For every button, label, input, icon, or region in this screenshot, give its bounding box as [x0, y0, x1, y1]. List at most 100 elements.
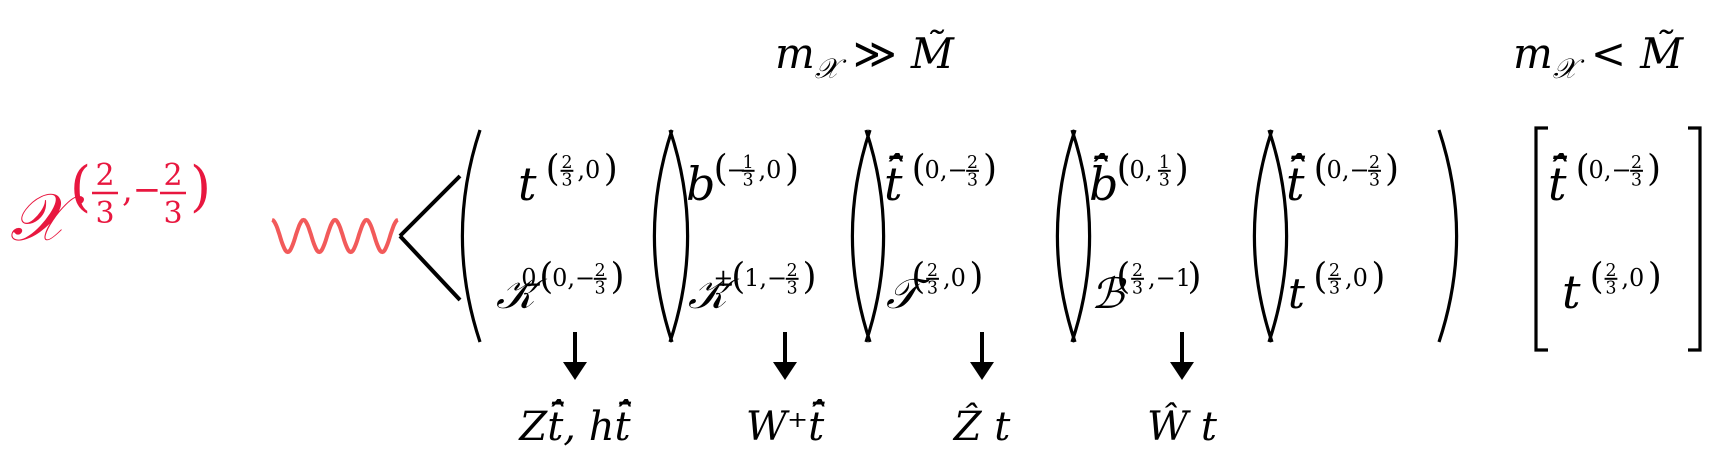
sup-text: 0,− — [1327, 156, 1370, 184]
field-charge: + — [713, 264, 733, 292]
paren-close: ) — [969, 256, 983, 297]
field-symbol: t — [518, 157, 537, 211]
sup-text: 0,− — [925, 156, 968, 184]
paren-close: ) — [785, 148, 799, 189]
frac-denominator: 3 — [927, 279, 938, 299]
frac-denominator: 3 — [1329, 279, 1340, 299]
sup-text: 0,− — [552, 264, 595, 292]
field-symbol: ℬ — [1091, 269, 1127, 318]
frac-denominator: 3 — [1132, 279, 1143, 299]
doublet-1: t(23,0)𝒦̄0(0,−23) — [460, 129, 690, 343]
bracket-right — [1688, 126, 1702, 352]
frac-numerator: 2 — [1631, 153, 1642, 173]
decay-products: Zt̄̂, ht̄̂ — [517, 400, 632, 450]
field-symbol: t̄̂ — [1286, 152, 1305, 211]
paren-close: ) — [1371, 256, 1385, 297]
paren-close: ) — [190, 155, 211, 218]
paren-close: ) — [1175, 148, 1189, 189]
paren-right — [864, 129, 886, 343]
decay-2: W⁺t̄̂ — [746, 332, 826, 450]
frac-numerator: 2 — [95, 158, 114, 193]
frac-numerator: 2 — [1369, 153, 1380, 173]
frac-numerator: 1 — [1159, 153, 1170, 173]
paren-close: ) — [983, 148, 997, 189]
doublet-2: b(−13,0)𝒦̄+(1,−23) — [652, 129, 886, 343]
paren-close: ) — [1648, 256, 1662, 297]
paren-open: ( — [1116, 256, 1130, 297]
sup-text: ,−1 — [1148, 264, 1191, 292]
doublet-5: t̄̂(0,−23)t(23,0) — [1252, 129, 1459, 343]
frac-denominator: 3 — [1631, 171, 1642, 191]
frac-numerator: 2 — [1329, 261, 1340, 281]
paren-right — [1070, 129, 1092, 343]
decay-3: Ẑ t — [952, 332, 1012, 450]
doublet-light: t̄̂(0,−23)t(23,0) — [1534, 126, 1702, 352]
frac-numerator: 2 — [927, 261, 938, 281]
paren-open: ( — [1313, 256, 1327, 297]
frac-denominator: 3 — [95, 196, 114, 231]
vertex-line-upper — [398, 174, 462, 238]
field-symbol: b̄̂ — [1089, 152, 1118, 211]
paren-open: ( — [714, 148, 728, 189]
frac-denominator: 3 — [595, 279, 606, 299]
paren-left — [850, 129, 872, 343]
frac-numerator: 2 — [1132, 261, 1143, 281]
frac-numerator: 2 — [1605, 261, 1616, 281]
sup-text: 1,− — [744, 264, 787, 292]
paren-close: ) — [604, 148, 618, 189]
paren-close: ) — [803, 256, 817, 297]
bracket-left — [1534, 126, 1548, 352]
particle-label: 𝒳 (23,−23) — [10, 155, 211, 256]
decay-1: Zt̄̂, ht̄̂ — [517, 332, 632, 450]
vertex-line-lower — [398, 234, 462, 302]
frac-numerator: 2 — [967, 153, 978, 173]
paren-open: ( — [70, 155, 91, 218]
paren-left — [652, 129, 674, 343]
sup-text: 0, — [1130, 156, 1153, 184]
sup-text: − — [727, 156, 747, 184]
frac-numerator: 1 — [743, 153, 754, 173]
frac-denominator: 3 — [1369, 171, 1380, 191]
frac-numerator: 2 — [595, 261, 606, 281]
paren-open: ( — [731, 256, 745, 297]
frac-denominator: 3 — [743, 171, 754, 191]
frac-denominator: 3 — [561, 171, 572, 191]
header-heavy-regime: m𝒳≫M̃ — [775, 28, 955, 85]
arrow-down-icon — [970, 362, 994, 380]
field-symbol: t — [1562, 265, 1581, 319]
paren-open: ( — [1314, 148, 1328, 189]
header-light-regime: m𝒳<M̃ — [1513, 28, 1684, 85]
doublet-4: b̄̂(0,13)ℬ(23,−1) — [1055, 129, 1289, 343]
frac-denominator: 3 — [787, 279, 798, 299]
field-symbol: t̄̂ — [1548, 152, 1567, 211]
decay-products: Ẑ t — [952, 403, 1012, 450]
sup-text: ,0 — [943, 264, 966, 292]
frac-numerator: 2 — [561, 153, 572, 173]
frac-numerator: 2 — [163, 158, 182, 193]
arrow-down-icon — [1170, 362, 1194, 380]
paren-left — [1055, 129, 1077, 343]
sup-text: ,0 — [1345, 264, 1368, 292]
field-charge: 0 — [521, 264, 536, 292]
paren-left — [460, 129, 482, 343]
paren-open: ( — [546, 148, 560, 189]
paren-close: ) — [1647, 148, 1661, 189]
decay-4: Ŵ t — [1147, 332, 1218, 450]
paren-right — [668, 129, 690, 343]
frac-denominator: 3 — [1605, 279, 1616, 299]
paren-close: ) — [1188, 256, 1202, 297]
sup-text: ,0 — [1621, 264, 1644, 292]
sup-text: ,0 — [759, 156, 782, 184]
field-symbol: b — [686, 157, 715, 211]
frac-denominator: 3 — [967, 171, 978, 191]
field-symbol: t — [1288, 269, 1305, 318]
field-symbol: t̄̂ — [884, 152, 903, 211]
doublet-3: t̄̂(0,−23)𝒯(23,0) — [850, 129, 1092, 343]
decay-products: Ŵ t — [1147, 403, 1218, 450]
decay-products: W⁺t̄̂ — [746, 400, 826, 450]
paren-close: ) — [1385, 148, 1399, 189]
paren-open: ( — [1117, 148, 1131, 189]
paren-right — [1437, 129, 1459, 343]
paren-left — [1252, 129, 1274, 343]
